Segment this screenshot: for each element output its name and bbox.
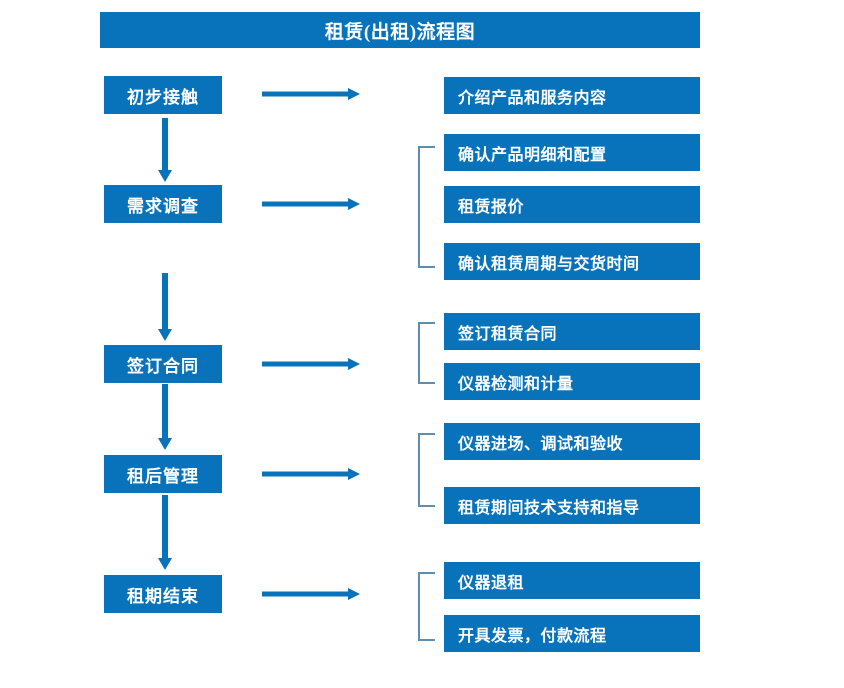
flow-arrow-down-4 xyxy=(158,495,172,570)
flow-arrow-right-2 xyxy=(262,198,360,210)
diagram-title: 租赁(出租)流程图 xyxy=(100,12,700,48)
group-bracket-5 xyxy=(418,572,435,641)
detail-box-2-2[interactable]: 租赁报价 xyxy=(444,186,700,223)
detail-box-5-1[interactable]: 仪器退租 xyxy=(444,562,700,599)
group-bracket-4 xyxy=(418,433,435,507)
stage-box-5[interactable]: 租期结束 xyxy=(104,575,222,613)
detail-box-2-1[interactable]: 确认产品明细和配置 xyxy=(444,134,700,171)
detail-box-4-2[interactable]: 租赁期间技术支持和指导 xyxy=(444,487,700,524)
group-bracket-2 xyxy=(418,146,435,268)
flow-arrow-down-2 xyxy=(158,273,172,341)
stage-box-1[interactable]: 初步接触 xyxy=(104,76,222,114)
stage-box-2[interactable]: 需求调查 xyxy=(104,185,222,223)
flow-arrow-right-5 xyxy=(262,588,360,600)
detail-box-1-1[interactable]: 介绍产品和服务内容 xyxy=(444,77,700,114)
flow-arrow-down-1 xyxy=(158,118,172,182)
flow-arrow-right-4 xyxy=(262,468,360,480)
detail-box-4-1[interactable]: 仪器进场、调试和验收 xyxy=(444,423,700,460)
detail-box-5-2[interactable]: 开具发票，付款流程 xyxy=(444,615,700,652)
detail-box-3-2[interactable]: 仪器检测和计量 xyxy=(444,363,700,400)
flow-arrow-down-3 xyxy=(158,384,172,450)
detail-box-3-1[interactable]: 签订租赁合同 xyxy=(444,313,700,350)
detail-box-2-3[interactable]: 确认租赁周期与交货时间 xyxy=(444,243,700,280)
stage-box-4[interactable]: 租后管理 xyxy=(104,455,222,493)
flow-arrow-right-3 xyxy=(262,358,360,370)
group-bracket-3 xyxy=(418,322,435,384)
flow-arrow-right-1 xyxy=(262,88,360,100)
stage-box-3[interactable]: 签订合同 xyxy=(104,345,222,383)
